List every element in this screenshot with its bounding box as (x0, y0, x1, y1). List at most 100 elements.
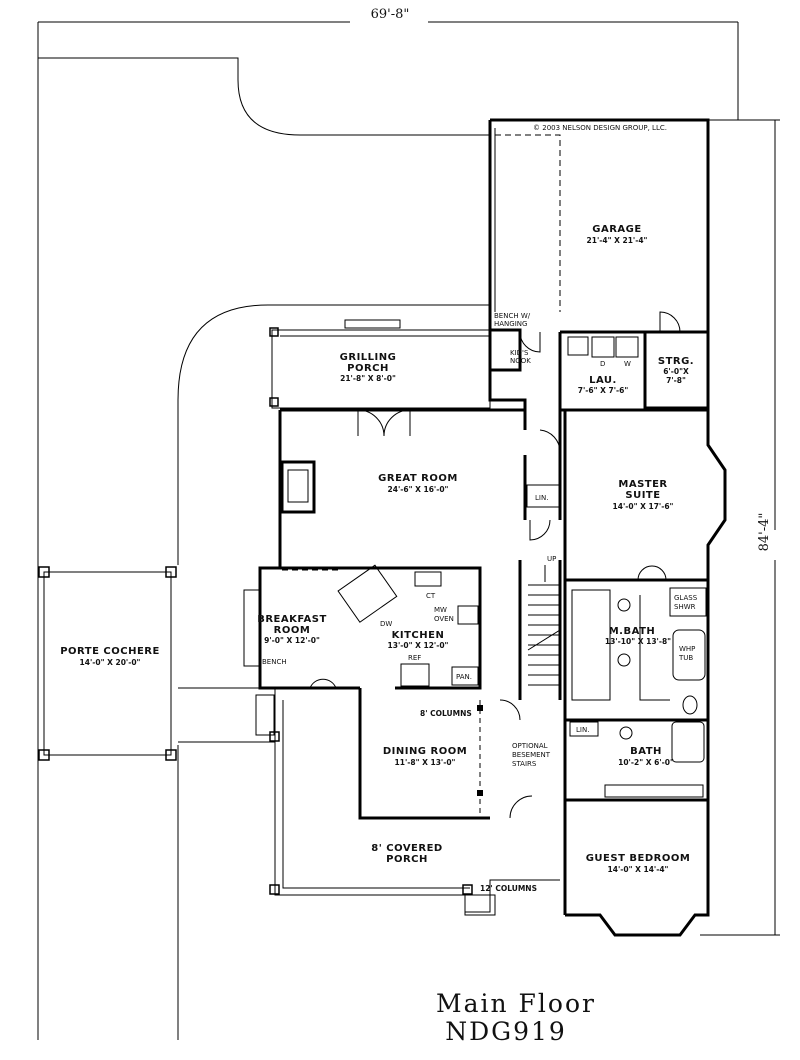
kitchen-size: 13'-0" X 12'-0" (388, 641, 449, 650)
column-icon (269, 397, 279, 407)
dining-label: DINING ROOM (383, 746, 467, 757)
kitchen-label: KITCHEN (392, 630, 445, 641)
railing-icon (344, 319, 401, 329)
guest-bedroom-size: 14'-0" X 14'-4" (608, 865, 669, 874)
master-suite-label-2: SUITE (625, 490, 660, 501)
washer-icon (615, 336, 639, 358)
column-icon (38, 749, 50, 761)
glass-shower-label-2: SHWR (674, 603, 696, 611)
column-icon (269, 884, 280, 895)
dryer-icon (591, 336, 615, 358)
sink-icon (567, 336, 589, 356)
bench-hanging-label-2: HANGING (494, 320, 527, 328)
storage-label: STRG. (658, 356, 694, 367)
fireplace-icon (280, 460, 316, 514)
dishwasher-label: DW (380, 620, 392, 628)
column-icon (38, 566, 50, 578)
covered-porch-label: 8' COVERED (371, 843, 442, 854)
linen-closet (569, 721, 599, 737)
cooktop-icon (414, 571, 442, 587)
door-swing-icon (659, 311, 681, 333)
columns-8-label: 8' COLUMNS (420, 709, 472, 718)
floor-title: Main Floor (436, 989, 596, 1018)
column-icon (462, 884, 473, 895)
bench-hanging-label: BENCH W/ (494, 312, 531, 320)
pantry-icon (451, 666, 479, 686)
tub-label-2: TUB (678, 654, 693, 662)
optional-stairs-label-3: STAIRS (512, 760, 537, 768)
glass-shower-label: GLASS (674, 594, 698, 602)
laundry-size: 7'-6" X 7'-6" (578, 386, 629, 395)
garage-door-line (495, 134, 561, 312)
porte-cochere (38, 566, 177, 761)
kitchen-island-icon (337, 564, 398, 623)
kids-nook-wall (488, 328, 522, 372)
bay-window-icon (243, 589, 261, 667)
bench-label: BENCH (262, 658, 287, 666)
door-swing-icon (529, 519, 551, 541)
mw-oven-label: MW (434, 606, 447, 614)
kitchen-walls (260, 566, 482, 690)
closet-doors-icon (604, 784, 704, 798)
door-swing-icon (309, 678, 337, 689)
kids-nook-label-2: NOOK (510, 357, 531, 365)
door-swing-icon (539, 429, 561, 453)
breakfast-label: BREAKFAST (257, 614, 327, 625)
tub-icon (671, 721, 705, 763)
dimension-lines (37, 21, 780, 1040)
master-suite-size: 14'-0" X 17'-6" (613, 502, 674, 511)
storage-size-2: 7'-8" (666, 376, 686, 385)
steps-icon (255, 694, 275, 736)
columns-12-label: 12' COLUMNS (480, 884, 537, 893)
dryer-label: D (600, 360, 605, 368)
sink-icon (619, 726, 633, 740)
bath-linen-label: LIN. (576, 726, 589, 734)
door-swing-icon (499, 699, 521, 721)
refrigerator-icon (400, 663, 430, 687)
cooktop-label: CT (426, 592, 436, 600)
porte-cochere-size: 14'-0" X 20'-0" (80, 658, 141, 667)
copyright-text: © 2003 NELSON DESIGN GROUP, LLC. (533, 124, 667, 132)
covered-porch (255, 688, 560, 916)
storage-size: 6'-0"X (663, 367, 689, 376)
column-icon (269, 327, 279, 337)
optional-stairs-label: OPTIONAL (512, 742, 548, 750)
bath-walls (563, 720, 708, 802)
optional-stairs-label-2: BESEMENT (512, 751, 551, 759)
column-icon (477, 705, 483, 711)
master-suite-label: MASTER (618, 479, 667, 490)
mw-oven-label-2: OVEN (434, 615, 454, 623)
master-bath-size: 13'-10" X 13'-8" (605, 637, 671, 646)
driveway-curve (177, 304, 490, 565)
linen-closet (526, 484, 560, 508)
column-icon (165, 749, 177, 761)
column-icon (269, 731, 280, 742)
bath-size: 10'-2" X 6'-0" (618, 758, 674, 767)
washer-label: W (624, 360, 631, 368)
kids-nook-label: KID'S (510, 349, 529, 357)
plan-number: NDG919 (445, 1017, 567, 1046)
dining-size: 11'-8" X 13'-0" (395, 758, 456, 767)
grilling-porch (269, 319, 491, 409)
wall-oven-icon (457, 605, 479, 625)
exterior-walls (258, 118, 727, 937)
depth-dimension: 84'-4" (757, 513, 772, 552)
double-door-icon (637, 565, 667, 581)
refrigerator-label: REF (408, 654, 421, 662)
master-bath-label: M.BATH (609, 626, 656, 637)
hall-walls (523, 410, 562, 520)
tub-label: WHP (679, 645, 695, 653)
garage-size: 21'-4" X 21'-4" (587, 236, 648, 245)
great-room-label: GREAT ROOM (378, 473, 458, 484)
breakfast-size: 9'-0" X 12'-0" (264, 636, 320, 645)
covered-porch-label-2: PORCH (386, 854, 428, 865)
porte-cochere-label: PORTE COCHERE (60, 646, 160, 657)
grilling-porch-label-2: PORCH (347, 363, 389, 374)
grilling-porch-label: GRILLING (340, 352, 397, 363)
column-icon (477, 790, 483, 796)
guest-bedroom-label: GUEST BEDROOM (586, 853, 691, 864)
front-door-icon (509, 795, 533, 819)
bath-label: BATH (630, 746, 662, 757)
stairs (518, 560, 562, 700)
driveway-top-edge (38, 57, 490, 136)
